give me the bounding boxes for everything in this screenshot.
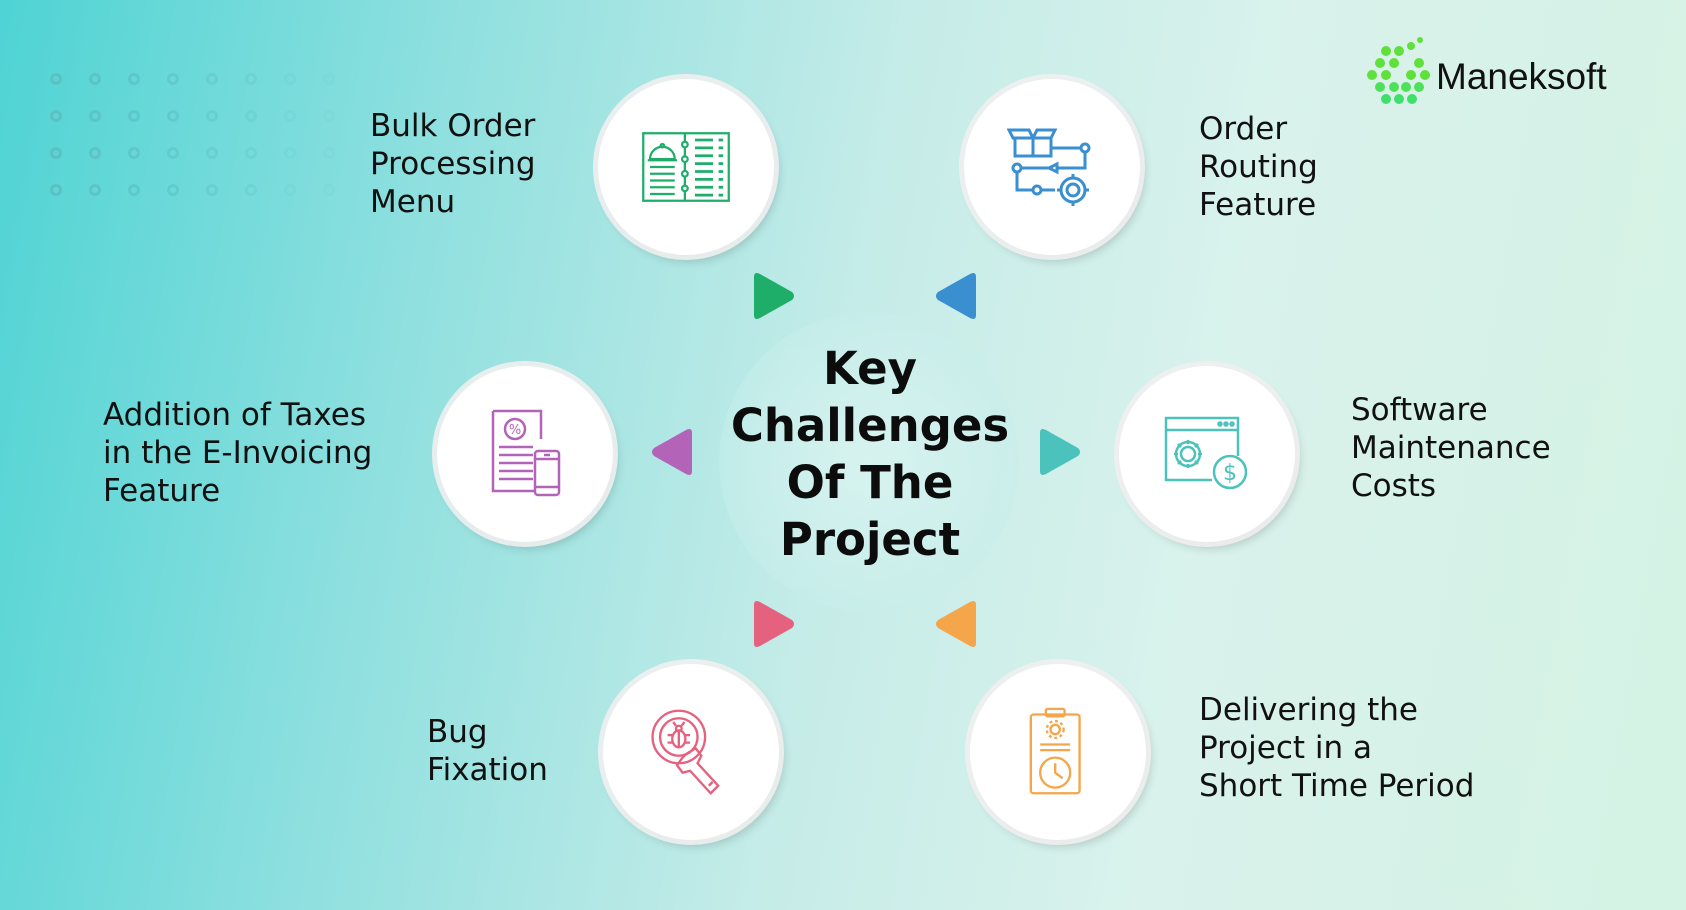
label-line: Addition of Taxes [103, 397, 367, 433]
gear-dollar-window-icon: $ [1164, 416, 1248, 490]
decorative-dot [89, 73, 101, 85]
decorative-dot [167, 147, 179, 159]
arrow-triangle-blue [936, 273, 976, 319]
circle-software-maintenance: $ [1119, 366, 1295, 542]
decorative-dot [50, 110, 62, 122]
circle-bug-fixation [603, 664, 779, 840]
decorative-dot [128, 73, 140, 85]
label-line: Routing [1199, 149, 1318, 185]
label-taxes: Addition of Taxes in the E-Invoicing Fea… [103, 396, 372, 510]
decorative-dot [89, 110, 101, 122]
arrow-triangle-green [754, 273, 794, 319]
menu-book-icon [642, 132, 730, 202]
decorative-dot [50, 73, 62, 85]
decorative-dot [50, 184, 62, 196]
routing-flow-icon [1007, 128, 1091, 206]
decorative-dot [245, 147, 257, 159]
label-line: Maintenance [1351, 430, 1551, 466]
bug-wrench-icon [651, 709, 720, 795]
label-line: Project in a [1199, 730, 1373, 766]
decorative-dot [323, 147, 335, 159]
decorative-dot [206, 184, 218, 196]
label-line: Bug [427, 714, 488, 750]
logo-mark-icon [1367, 37, 1430, 104]
decorative-dot [206, 110, 218, 122]
label-line: Order [1199, 111, 1288, 147]
decorative-dot [206, 147, 218, 159]
label-line: Delivering the [1199, 692, 1418, 728]
label-line: in the E-Invoicing [103, 435, 373, 471]
circle-order-routing [964, 79, 1140, 255]
decorative-dot [206, 73, 218, 85]
decorative-dot [128, 110, 140, 122]
label-bulk-order: Bulk Order Processing Menu [370, 107, 536, 221]
label-line: Processing [370, 146, 536, 182]
arrow-triangle-teal [1040, 429, 1080, 475]
decorative-dot [323, 184, 335, 196]
label-line: Fixation [427, 752, 548, 788]
decorative-dot [89, 147, 101, 159]
title-line: Key [823, 342, 917, 395]
arrow-triangle-orange [936, 601, 976, 647]
label-delivering: Delivering the Project in a Short Time P… [1199, 691, 1474, 805]
clipboard-clock-icon [1029, 707, 1081, 795]
title-line: Challenges [730, 399, 1010, 452]
decorative-dot [323, 110, 335, 122]
decorative-dot [245, 184, 257, 196]
decorative-dot [284, 73, 296, 85]
label-software-maintenance: Software Maintenance Costs [1351, 391, 1551, 505]
decorative-dot [128, 147, 140, 159]
label-line: Feature [103, 473, 221, 509]
title-line: Project [779, 513, 961, 566]
decorative-dot [284, 110, 296, 122]
label-line: Bulk Order [370, 108, 536, 144]
decorative-dot [128, 184, 140, 196]
decorative-dot [167, 184, 179, 196]
maneksoft-logo: Maneksoft [1364, 36, 1644, 108]
circle-bulk-order [598, 79, 774, 255]
circle-taxes: % [437, 366, 613, 542]
decorative-dot [323, 73, 335, 85]
decorative-dot [50, 147, 62, 159]
arrow-triangle-pink [754, 601, 794, 647]
decorative-dot [284, 184, 296, 196]
label-line: Feature [1199, 187, 1317, 223]
svg-text:%: % [509, 423, 521, 438]
circle-delivering [970, 664, 1146, 840]
label-line: Menu [370, 184, 456, 220]
arrow-triangle-purple [652, 429, 692, 475]
invoice-percent-icon: % [491, 409, 561, 497]
label-order-routing: Order Routing Feature [1199, 110, 1318, 224]
decorative-dot [167, 110, 179, 122]
logo-text: Maneksoft [1436, 56, 1607, 97]
decorative-dot [245, 110, 257, 122]
decorative-dot [284, 147, 296, 159]
svg-text:$: $ [1223, 461, 1237, 486]
decorative-dot [89, 184, 101, 196]
label-line: Software [1351, 392, 1488, 428]
label-line: Costs [1351, 468, 1437, 504]
center-title: Key Challenges Of The Project [700, 340, 1040, 568]
label-line: Short Time Period [1199, 768, 1475, 804]
center-disk [719, 312, 1019, 612]
decorative-dot [167, 73, 179, 85]
title-line: Of The [786, 456, 954, 509]
decorative-dot [245, 73, 257, 85]
label-bug-fixation: Bug Fixation [427, 713, 548, 789]
